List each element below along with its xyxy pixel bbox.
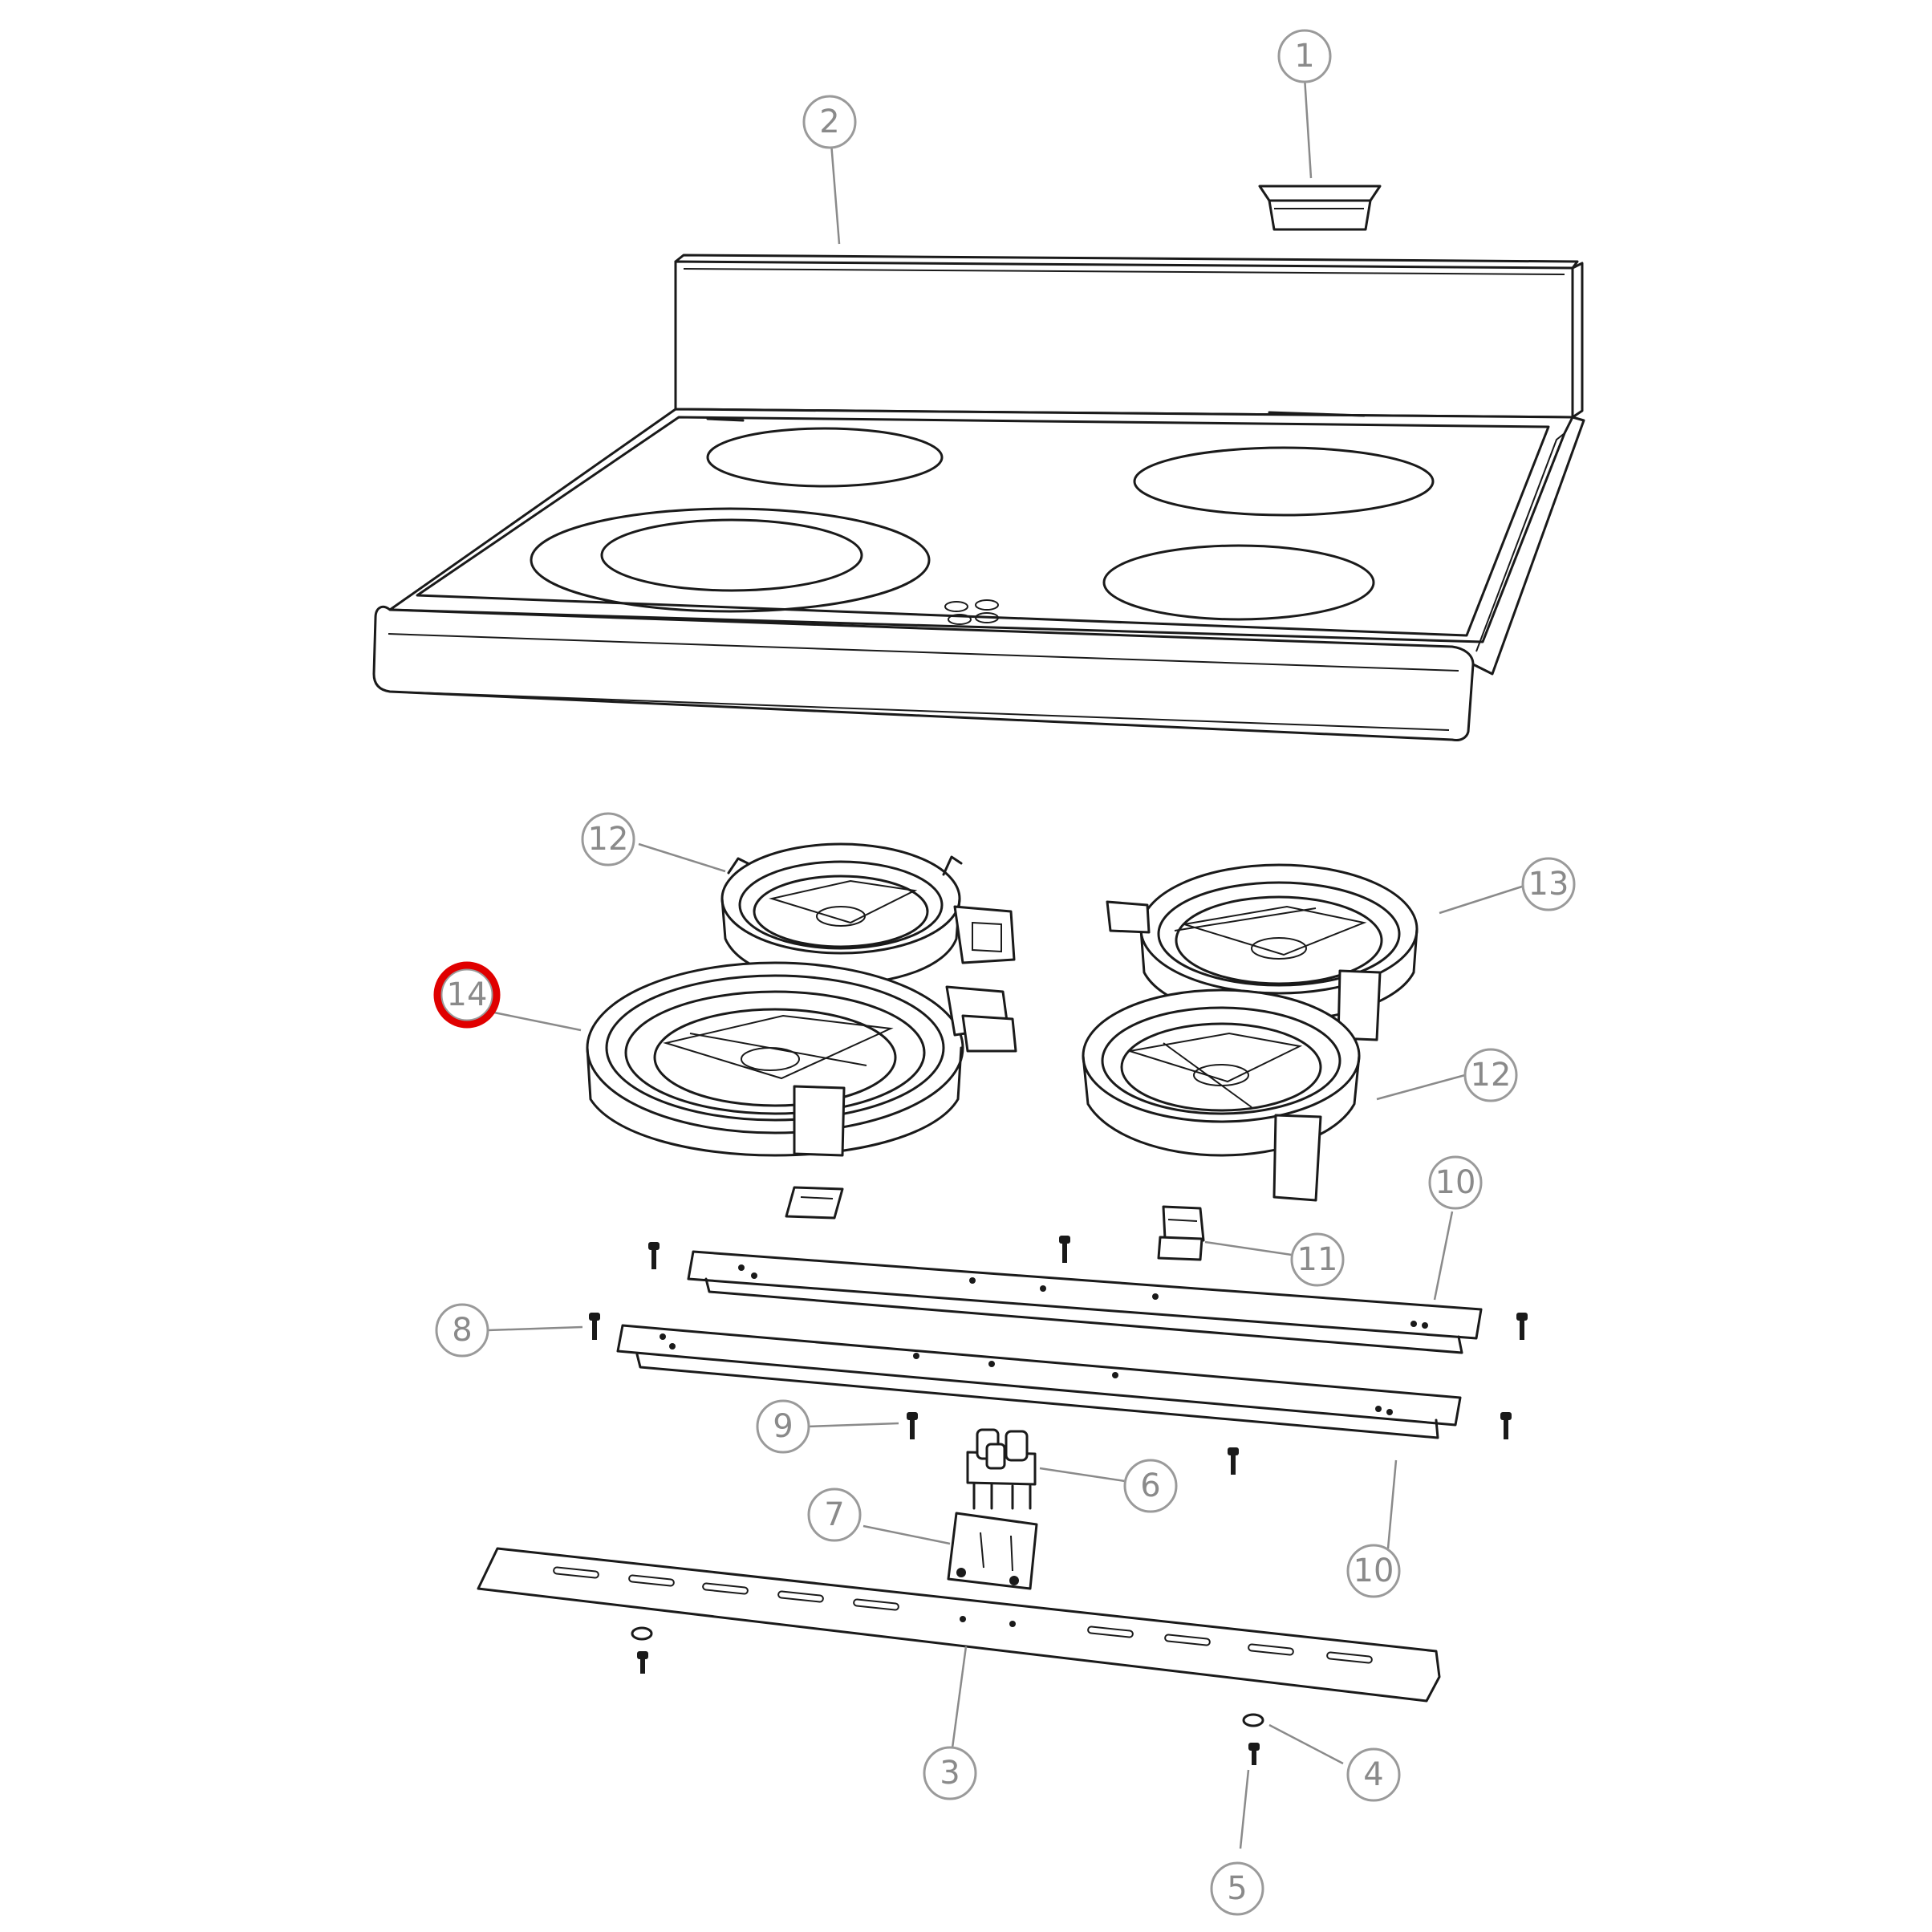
part-6-terminal-block: [966, 1428, 1037, 1510]
callout-14[interactable]: 14: [440, 968, 494, 1022]
screw-icon: [1516, 1313, 1528, 1340]
svg-text:11: 11: [1297, 1241, 1338, 1278]
svg-text:8: 8: [452, 1312, 472, 1349]
svg-text:5: 5: [1227, 1870, 1247, 1907]
callout-2: 2: [802, 95, 857, 149]
callout-10-lower: 10: [1346, 1544, 1401, 1598]
svg-text:7: 7: [824, 1496, 844, 1533]
part-3-bracket: [477, 1547, 1441, 1703]
svg-text:4: 4: [1363, 1756, 1383, 1793]
part-12-burner-small-right: [1082, 988, 1361, 1202]
svg-text:9: 9: [773, 1408, 793, 1445]
callout-7: 7: [807, 1488, 862, 1542]
part-13-burner-right: [1106, 863, 1419, 1041]
part-12-burner-small-left: [720, 842, 1016, 985]
svg-text:14: 14: [447, 976, 488, 1013]
svg-text:2: 2: [819, 104, 839, 140]
screw-icon: [1059, 1236, 1070, 1263]
screw-icon: [637, 1651, 648, 1674]
screws: [589, 1236, 1528, 1475]
screw-icon: [1248, 1743, 1260, 1765]
screw-icon: [907, 1412, 918, 1439]
screw-icon: [648, 1242, 660, 1269]
svg-text:3: 3: [940, 1755, 960, 1792]
svg-text:12: 12: [588, 821, 629, 858]
part-14-burner-large: [586, 961, 1017, 1220]
svg-text:13: 13: [1528, 866, 1569, 903]
callout-5: 5: [1210, 1861, 1264, 1916]
callout-12-lower: 12: [1463, 1048, 1518, 1102]
svg-text:1: 1: [1294, 38, 1314, 75]
screw-icon: [1500, 1412, 1512, 1439]
part-10-rail-lower: [616, 1324, 1462, 1439]
callout-6: 6: [1123, 1459, 1178, 1513]
washers-and-screws: [631, 1626, 1264, 1765]
callout-3: 3: [923, 1746, 977, 1800]
part-1-clip: [1258, 185, 1382, 231]
part-10-rail-upper: [687, 1250, 1483, 1354]
callout-4: 4: [1346, 1747, 1401, 1802]
screw-icon: [1228, 1447, 1239, 1475]
callout-9: 9: [756, 1399, 810, 1454]
highlight-ring: [433, 961, 501, 1029]
callout-1: 1: [1277, 29, 1332, 83]
svg-text:12: 12: [1471, 1057, 1512, 1094]
screw-icon: [589, 1313, 600, 1340]
part-11-clip: [1157, 1205, 1205, 1261]
part-2-cooktop: [372, 254, 1585, 741]
callout-13: 13: [1521, 857, 1576, 911]
callout-8: 8: [435, 1303, 489, 1358]
callout-12-upper: 12: [581, 812, 635, 867]
svg-text:10: 10: [1354, 1552, 1394, 1589]
callout-10-upper: 10: [1428, 1155, 1483, 1210]
leader-lines: [487, 76, 1525, 1849]
svg-text:10: 10: [1435, 1164, 1476, 1201]
part-7-plate: [947, 1512, 1038, 1590]
svg-text:6: 6: [1140, 1467, 1160, 1504]
callout-11: 11: [1290, 1232, 1345, 1287]
